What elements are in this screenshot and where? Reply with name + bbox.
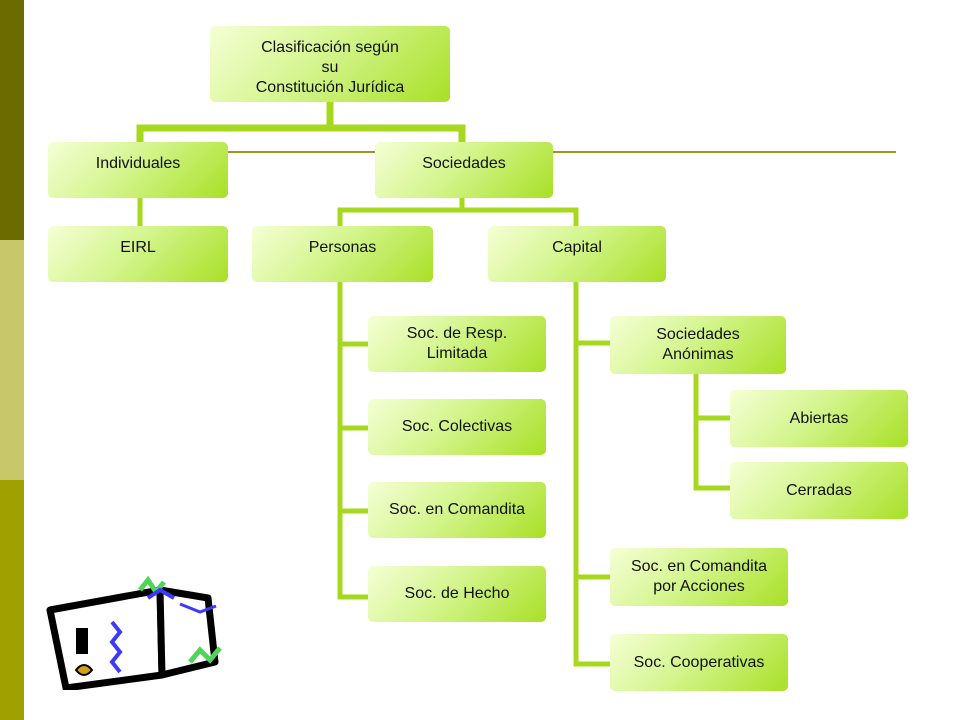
side-strip-bottom	[0, 480, 24, 720]
connector-capital-children	[573, 278, 615, 667]
connector-root-to-level1	[136, 98, 466, 146]
node-sociedades-anonimas: Sociedades Anónimas	[610, 316, 786, 374]
side-strip-top	[0, 0, 24, 240]
side-strip-middle	[0, 240, 24, 480]
node-individuales: Individuales	[48, 142, 228, 198]
node-capital: Capital	[488, 226, 666, 282]
node-root: Clasificación según su Constitución Jurí…	[210, 26, 450, 102]
node-soc-colectivas: Soc. Colectivas	[368, 399, 546, 455]
node-cerradas: Cerradas	[730, 462, 908, 519]
node-eirl: EIRL	[48, 226, 228, 282]
node-soc-comandita-acciones: Soc. en Comandita por Acciones	[610, 548, 788, 606]
filmstrip-clipart-icon	[46, 575, 222, 690]
node-abiertas: Abiertas	[730, 390, 908, 447]
node-sociedades: Sociedades	[375, 142, 553, 198]
connector-anonimas-children	[693, 370, 735, 491]
connector-sociedades-to-level3	[337, 195, 579, 229]
connector-personas-children	[337, 278, 371, 600]
node-personas: Personas	[252, 226, 433, 282]
node-soc-resp-limitada: Soc. de Resp. Limitada	[368, 316, 546, 372]
node-soc-cooperativas: Soc. Cooperativas	[610, 634, 788, 691]
node-soc-en-comandita: Soc. en Comandita	[368, 482, 546, 538]
node-soc-de-hecho: Soc. de Hecho	[368, 566, 546, 622]
